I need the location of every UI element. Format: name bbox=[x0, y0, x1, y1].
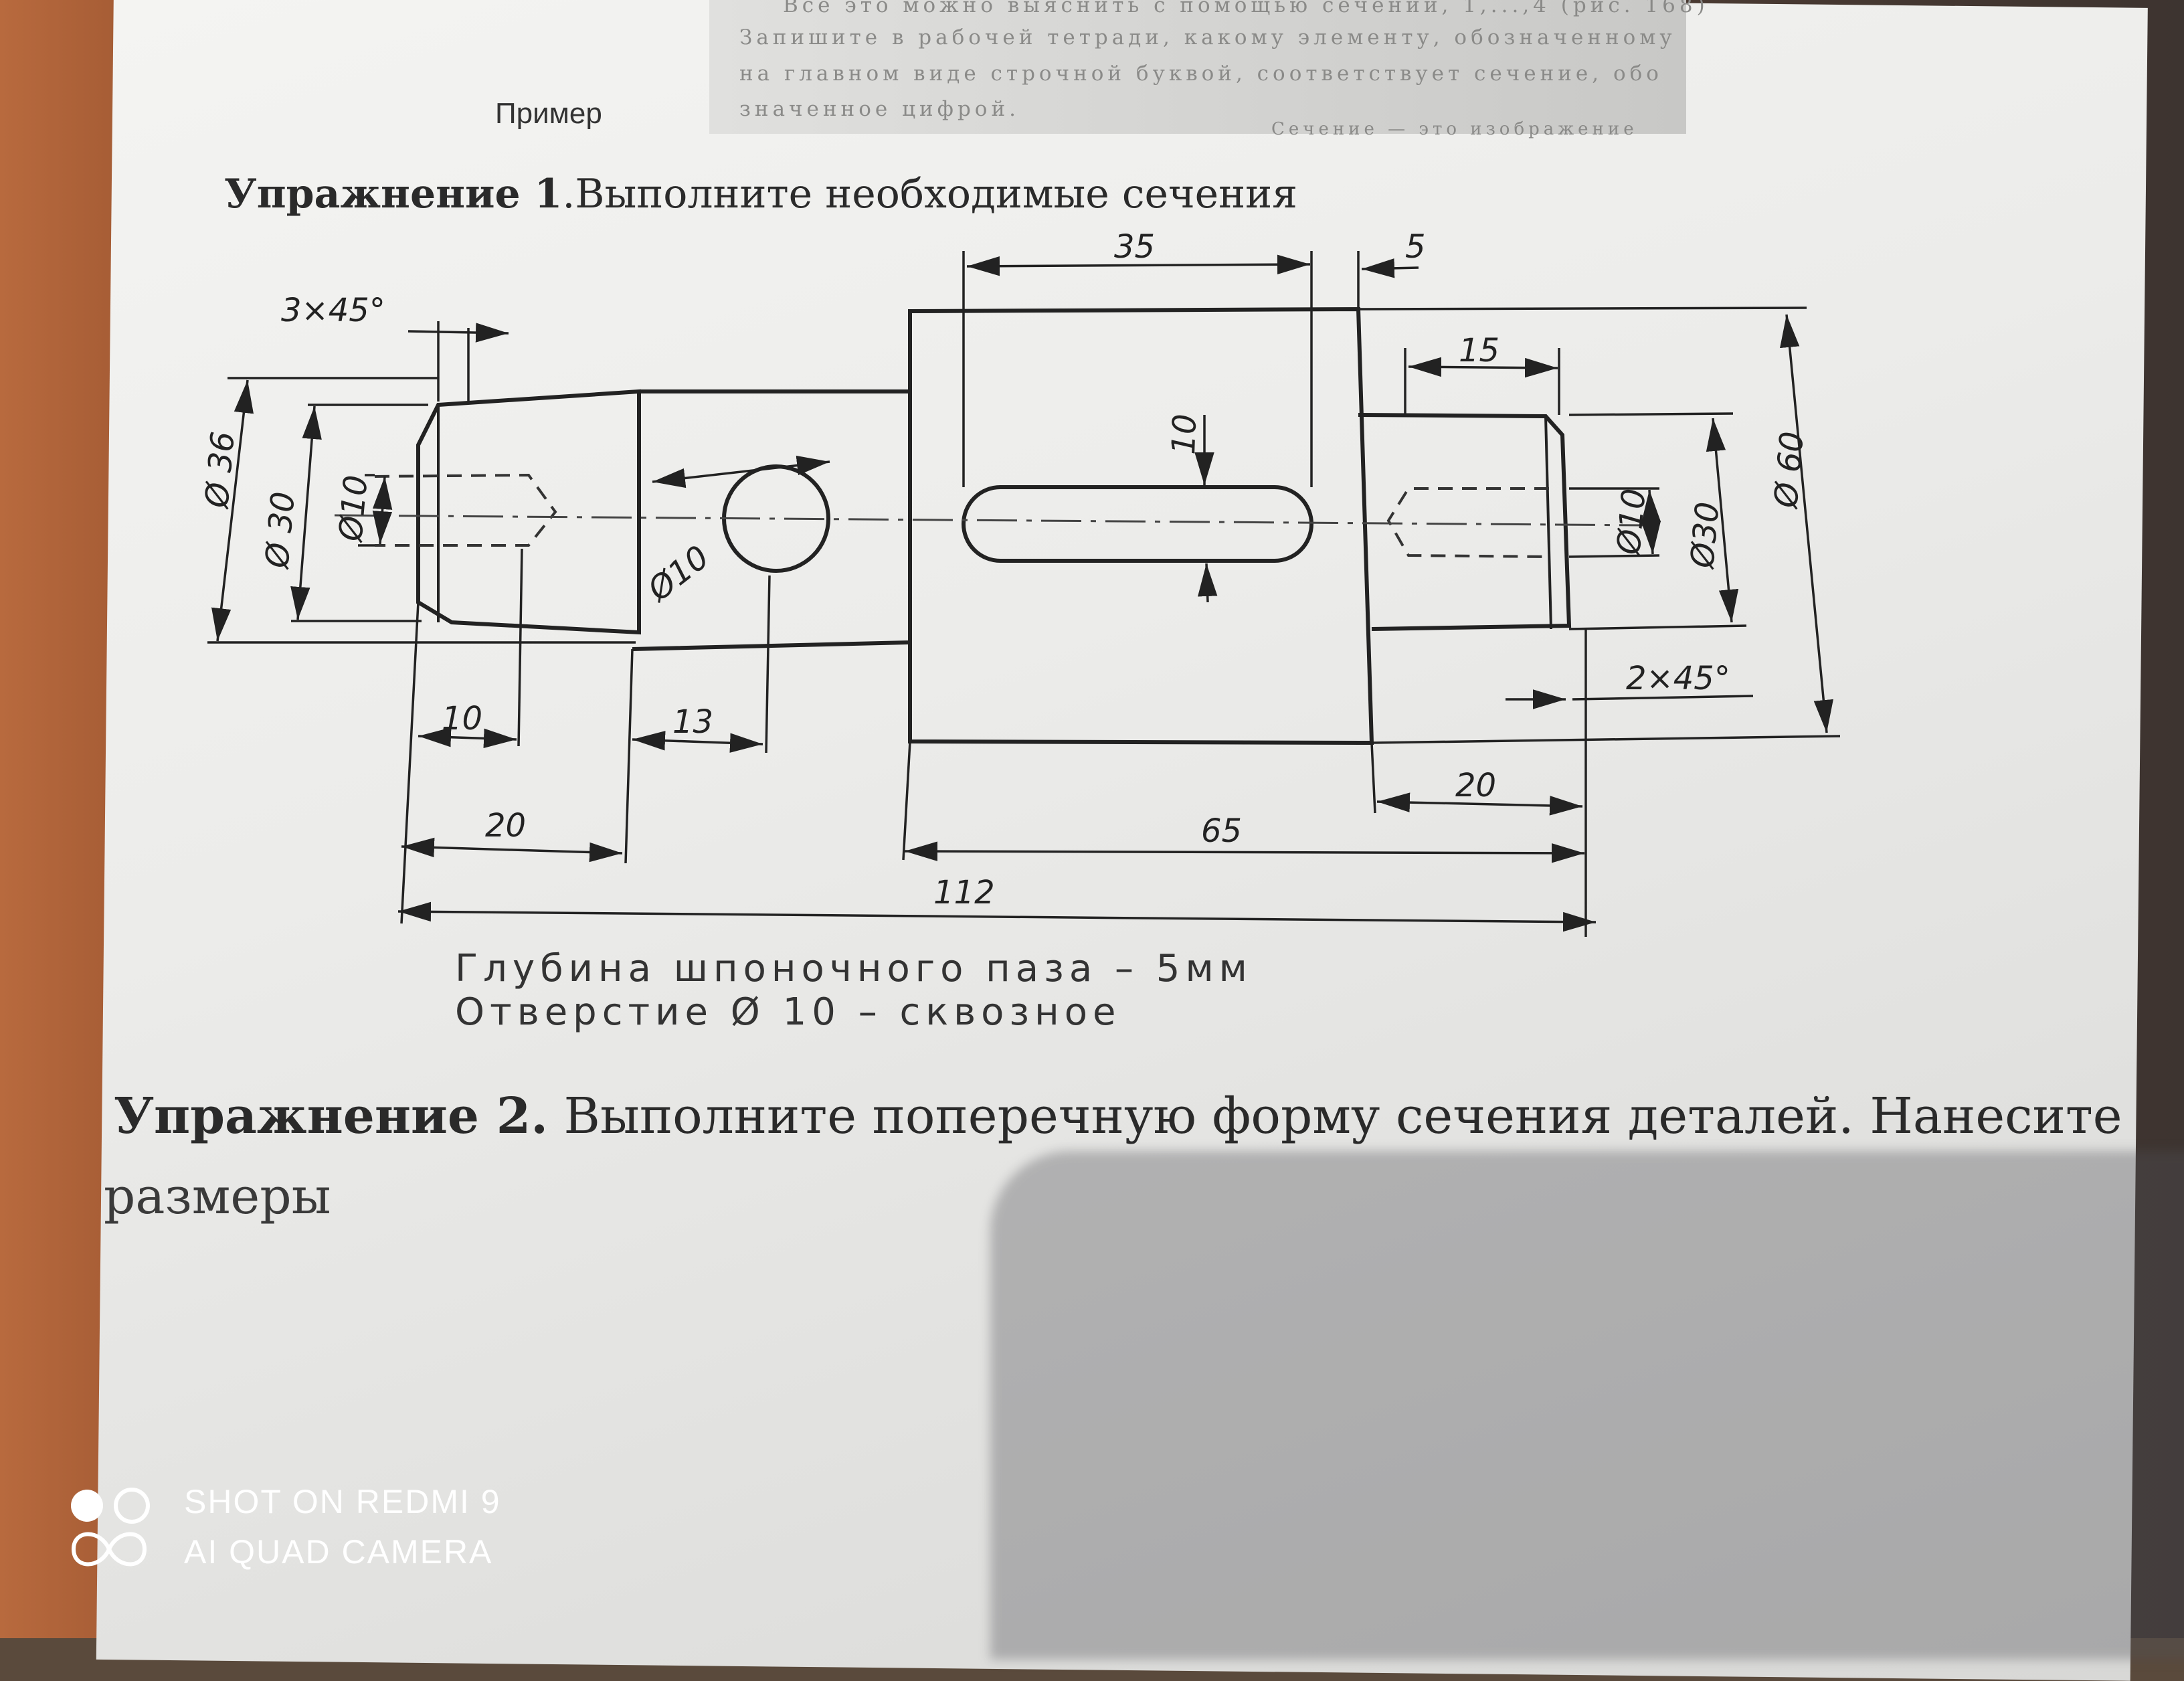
exercise2-title-bold: Упражнение 2. bbox=[114, 1087, 549, 1145]
drawing-note-hole: Отверстие Ø 10 – сквозное bbox=[455, 990, 1121, 1034]
exercise2-title: Упражнение 2. Выполните поперечную форму… bbox=[114, 1087, 2122, 1145]
dim-5-label: 5 bbox=[1405, 228, 1426, 266]
hand-shadow bbox=[990, 1151, 2184, 1660]
dim-15-label: 15 bbox=[1459, 332, 1499, 369]
chamfer-right-label: 2×45° bbox=[1626, 660, 1730, 697]
dim-d10-left-label: Ø10 bbox=[332, 474, 375, 544]
dim-d30-left-label: Ø 30 bbox=[258, 490, 302, 571]
hidden-lines bbox=[374, 473, 1550, 558]
dim-20-right-label: 20 bbox=[1455, 767, 1496, 804]
exercise2-title-rest: Выполните поперечную форму сечения детал… bbox=[548, 1087, 2122, 1145]
scan-text-line: на главном виде строчной буквой, соответ… bbox=[739, 62, 1663, 86]
logo-infinity bbox=[71, 1532, 147, 1567]
drawing-note-keyway: Глубина шпоночного паза – 5мм bbox=[455, 947, 1253, 990]
shaft-drawing: 3×45° 35 5 15 10 Ø 36 Ø 30 Ø10 Ø10 Ø10 Ø… bbox=[198, 228, 1841, 937]
chamfer-left-label: 3×45° bbox=[281, 292, 385, 329]
scan-text-line: Запишите в рабочей тетради, какому элеме… bbox=[739, 25, 1676, 50]
dim-65-label: 65 bbox=[1201, 812, 1242, 850]
dim-10-slot-label: 10 bbox=[1165, 413, 1204, 455]
example-label: Пример bbox=[495, 97, 602, 130]
dim-d10-right-label: Ø10 bbox=[1610, 487, 1653, 557]
logo-dot-ring bbox=[114, 1488, 150, 1524]
camera-logo bbox=[71, 1488, 150, 1567]
scan-text-line: Все это можно выяснить с помощью сечений… bbox=[783, 0, 1709, 17]
exercise1-title: Упражнение 1.Выполните необходимые сечен… bbox=[224, 171, 1297, 217]
dim-13-label: 13 bbox=[672, 703, 713, 741]
dimension-labels: 3×45° 35 5 15 10 Ø 36 Ø 30 Ø10 Ø10 Ø10 Ø… bbox=[198, 228, 1811, 911]
exercise2-title-line2: размеры bbox=[104, 1168, 331, 1225]
dim-10-label: 10 bbox=[442, 700, 482, 737]
dimension-lines bbox=[207, 251, 1841, 937]
scan-text-line: значенное цифрой. bbox=[739, 97, 1020, 121]
dim-35-label: 35 bbox=[1114, 228, 1155, 266]
dim-112-label: 112 bbox=[933, 874, 995, 911]
dim-d36-label: Ø 36 bbox=[198, 430, 242, 511]
scan-text-line: Сечение — это изображение bbox=[1271, 119, 1638, 139]
center-axis bbox=[334, 514, 1647, 527]
exercise1-title-bold: Упражнение 1 bbox=[224, 171, 563, 217]
dim-d60-label: Ø 60 bbox=[1767, 430, 1811, 511]
logo-dot-filled bbox=[71, 1490, 103, 1522]
exercise1-title-rest: .Выполните необходимые сечения bbox=[562, 171, 1298, 217]
watermark-line1: SHOT ON REDMI 9 bbox=[184, 1483, 501, 1520]
scanned-text-fragment bbox=[709, 0, 1686, 134]
dim-d30-right-label: Ø30 bbox=[1683, 501, 1727, 571]
dim-20-left-label: 20 bbox=[485, 807, 526, 845]
watermark-line2: AI QUAD CAMERA bbox=[184, 1533, 493, 1571]
